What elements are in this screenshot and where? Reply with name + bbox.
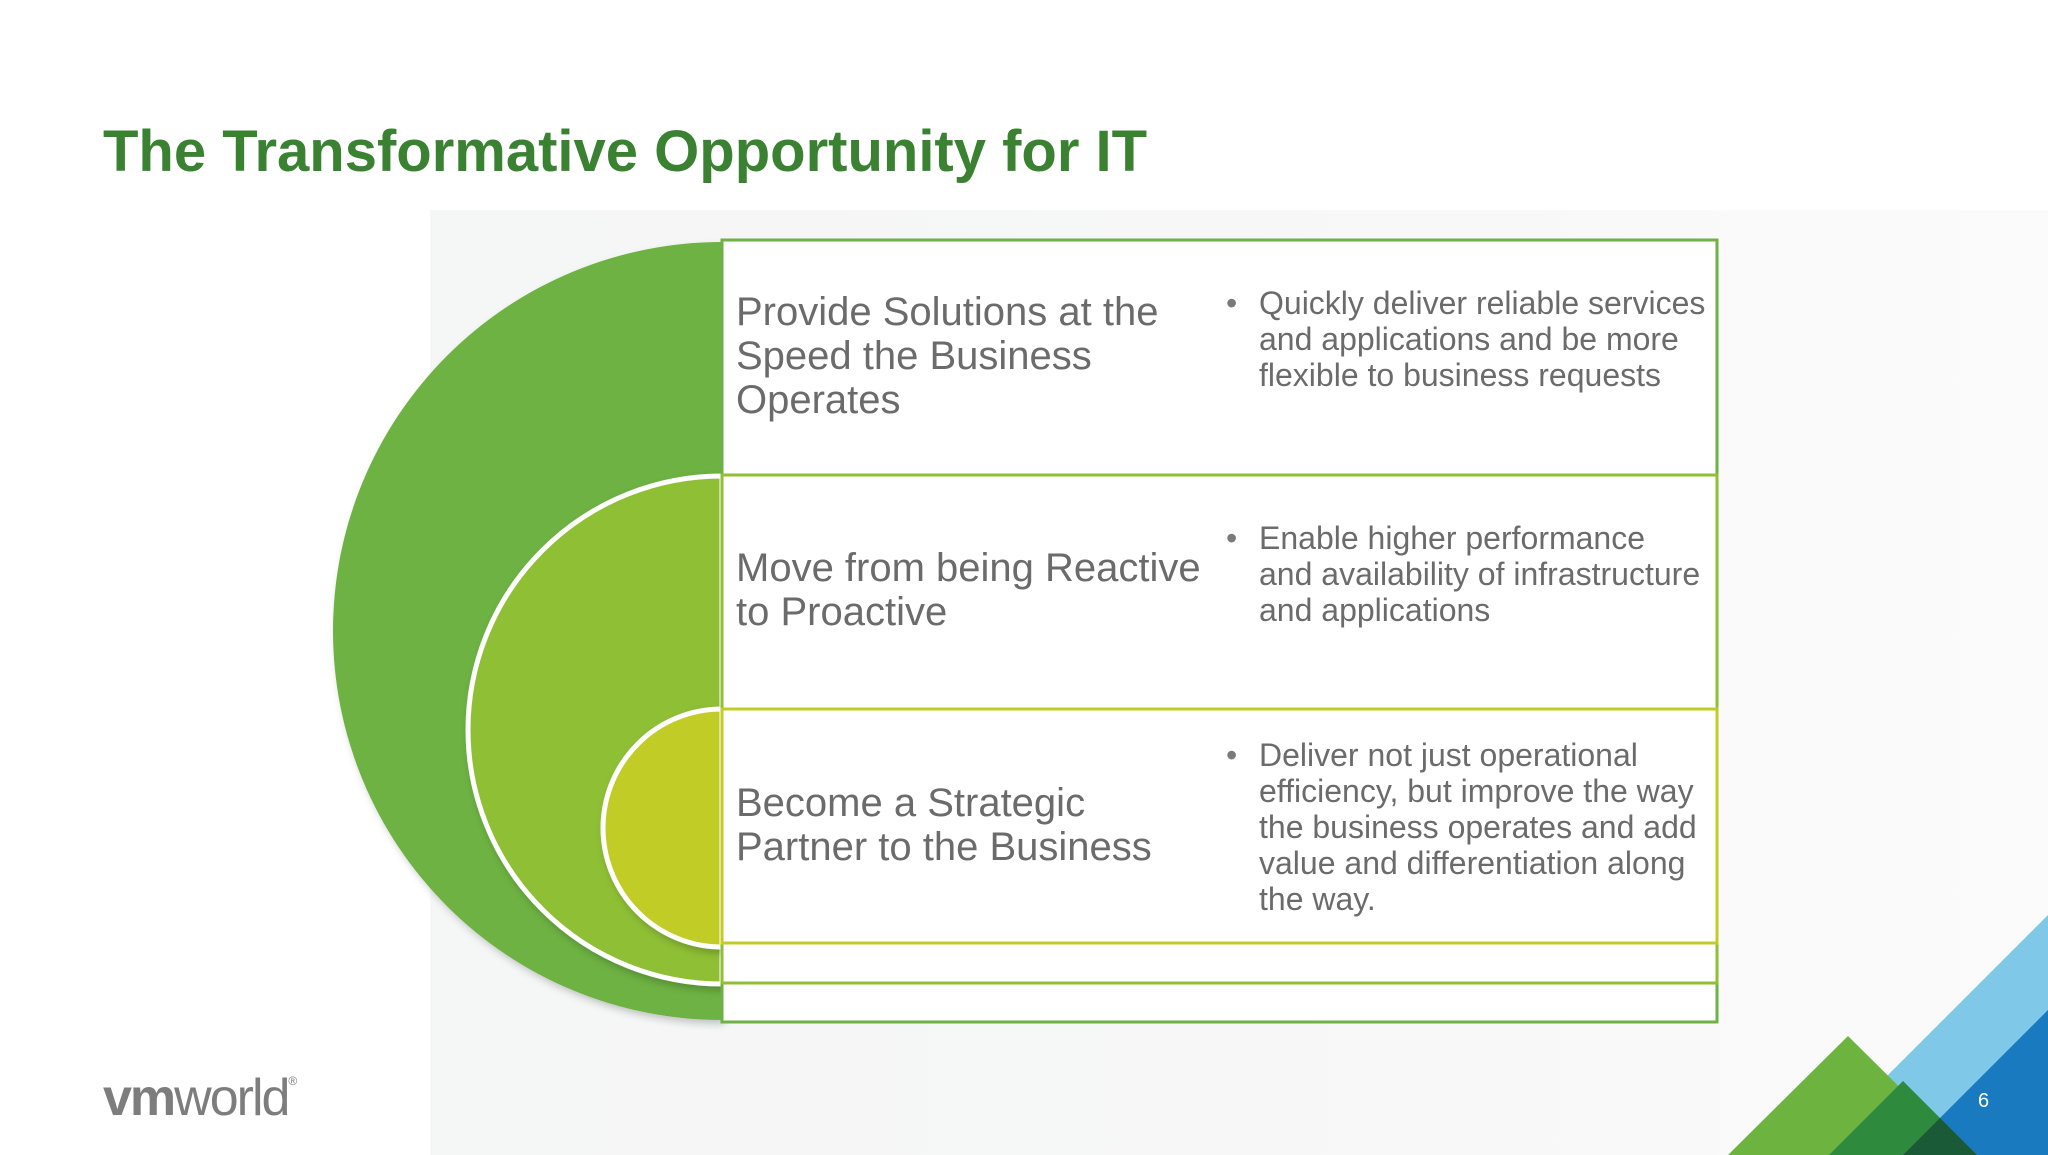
bullet-marker: • — [1226, 737, 1238, 773]
inner-arc — [600, 706, 725, 950]
row-3-bullet: • Deliver not just operational efficienc… — [1226, 737, 1706, 917]
logo-vm: vm — [103, 1069, 176, 1127]
row-2-bullet-text: Enable higher performance and availabili… — [1259, 520, 1701, 628]
row-1-bullet-text: Quickly deliver reliable services and ap… — [1259, 285, 1706, 393]
logo-world: world — [174, 1069, 290, 1127]
slide-title: The Transformative Opportunity for IT — [103, 119, 1148, 184]
row-2-bullet: • Enable higher performance and availabi… — [1226, 520, 1706, 628]
corner-triangle-darkest — [1903, 1118, 1977, 1155]
page-number: 6 — [1978, 1090, 1990, 1112]
row-box-3 — [720, 707, 1719, 945]
row-3-bullet-text: Deliver not just operational efficiency,… — [1259, 737, 1697, 917]
bullet-marker: • — [1226, 520, 1238, 556]
logo-registered-mark: ® — [288, 1074, 298, 1088]
vmworld-logo: vmworld® — [103, 1068, 297, 1128]
row-1-heading: Provide Solutions at the Speed the Busin… — [736, 290, 1159, 422]
row-2-heading: Move from being Reactive to Proactive — [736, 546, 1201, 634]
bullet-marker: • — [1226, 285, 1238, 321]
row-3-heading: Become a Strategic Partner to the Busine… — [736, 781, 1152, 869]
row-1-bullet: • Quickly deliver reliable services and … — [1226, 285, 1706, 393]
